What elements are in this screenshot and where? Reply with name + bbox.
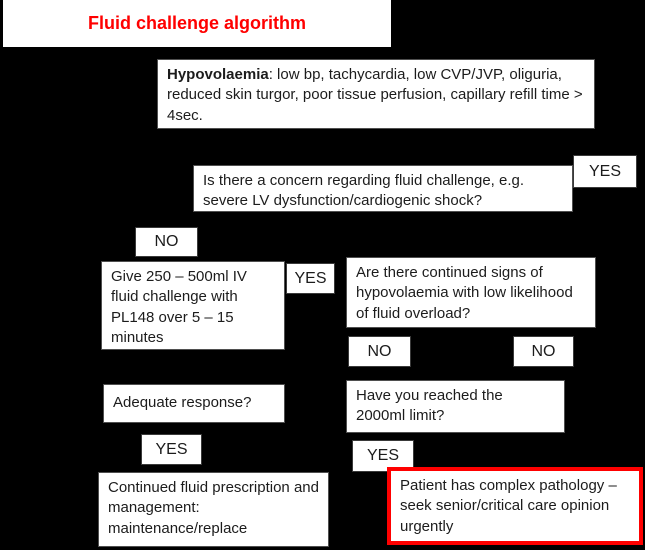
label-yes-adequate: YES [141, 434, 202, 465]
complex-pathology-text: Patient has complex pathology – seek sen… [400, 477, 617, 535]
node-hypovolaemia-definition: Hypovolaemia: low bp, tachycardia, low C… [157, 59, 595, 129]
label-text: YES [588, 162, 621, 180]
label-yes-limit: YES [352, 440, 414, 472]
give-fluid-text: Give 250 – 500ml IV fluid challenge with… [111, 268, 247, 346]
adequate-response-text: Adequate response? [113, 394, 252, 411]
concern-question-text: Is there a concern regarding fluid chall… [203, 172, 525, 210]
hypovolaemia-description: : low bp, tachycardia, low CVP/JVP, olig… [167, 66, 583, 124]
node-2000ml-limit-question: Have you reached the 2000ml limit? [346, 380, 565, 433]
node-continued-fluid-prescription: Continued fluid prescription and managem… [98, 472, 329, 547]
continued-signs-text: Are there continued signs of hypovolaemi… [356, 264, 573, 322]
page-title: Fluid challenge algorithm [87, 13, 307, 33]
label-text: NO [154, 233, 179, 250]
node-concern-question: Is there a concern regarding fluid chall… [193, 165, 573, 212]
label-yes-concern: YES [573, 155, 637, 188]
label-text: YES [366, 447, 399, 464]
node-adequate-response-question: Adequate response? [103, 384, 285, 423]
label-no-left: NO [348, 336, 411, 367]
node-continued-signs-question: Are there continued signs of hypovolaemi… [346, 257, 596, 328]
continued-fluid-text: Continued fluid prescription and managem… [108, 479, 319, 537]
label-text: YES [155, 440, 188, 458]
node-give-fluid-challenge: Give 250 – 500ml IV fluid challenge with… [101, 261, 285, 350]
label-text: NO [531, 342, 556, 360]
label-text: YES [294, 269, 327, 287]
title-box: Fluid challenge algorithm [3, 0, 391, 47]
limit-question-text: Have you reached the 2000ml limit? [356, 387, 503, 425]
label-yes-give: YES [286, 263, 335, 294]
node-complex-pathology-alert: Patient has complex pathology – seek sen… [387, 467, 643, 545]
label-text: NO [367, 342, 392, 360]
label-no-concern: NO [135, 227, 198, 257]
hypovolaemia-term: Hypovolaemia [167, 66, 269, 83]
label-no-right: NO [513, 336, 574, 367]
